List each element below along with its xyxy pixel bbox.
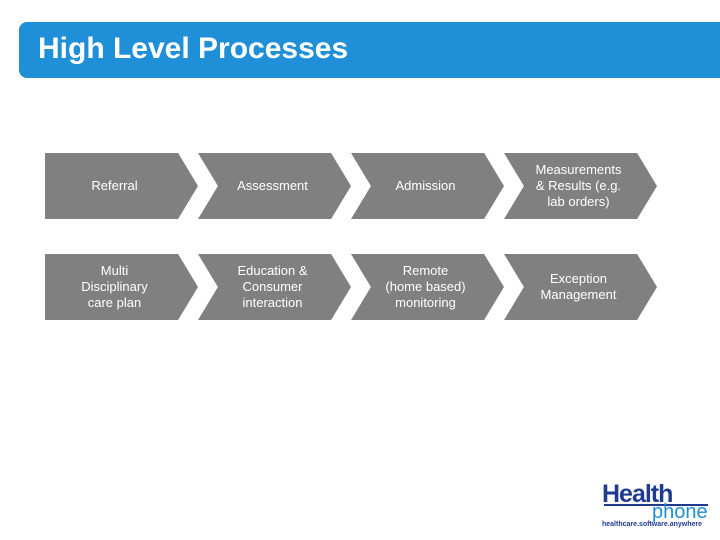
process-step-label: Assessment bbox=[237, 178, 308, 193]
process-step-label: Multi Disciplinary care plan bbox=[81, 263, 148, 310]
process-step-label: Measurements & Results (e.g. lab orders) bbox=[535, 162, 622, 209]
page-title: High Level Processes bbox=[38, 32, 349, 65]
logo-tagline: healthcare.software.anywhere bbox=[602, 521, 702, 528]
process-step-label: Referral bbox=[91, 178, 138, 193]
process-step-education: Education & Consumer interaction bbox=[198, 254, 351, 320]
process-step-referral: Referral bbox=[45, 153, 198, 219]
process-step-label: Education & Consumer interaction bbox=[237, 263, 308, 310]
process-step-admission: Admission bbox=[351, 153, 504, 219]
process-step-assessment: Assessment bbox=[198, 153, 351, 219]
title-bar: High Level Processes bbox=[19, 22, 720, 78]
process-step-remote-monitoring: Remote (home based) monitoring bbox=[351, 254, 504, 320]
logo-underline bbox=[604, 504, 708, 506]
logo-phone-text: phone bbox=[652, 501, 708, 523]
process-step-care-plan: Multi Disciplinary care plan bbox=[45, 254, 198, 320]
logo-health-text: Health bbox=[602, 480, 673, 508]
process-step-measurements: Measurements & Results (e.g. lab orders) bbox=[504, 153, 657, 219]
process-step-label: Exception Management bbox=[540, 271, 617, 302]
process-step-label: Remote (home based) monitoring bbox=[385, 263, 466, 310]
healthphone-logo: Health phone healthcare.software.anywher… bbox=[598, 480, 710, 532]
process-step-exception-management: Exception Management bbox=[504, 254, 657, 320]
process-step-label: Admission bbox=[395, 178, 456, 193]
